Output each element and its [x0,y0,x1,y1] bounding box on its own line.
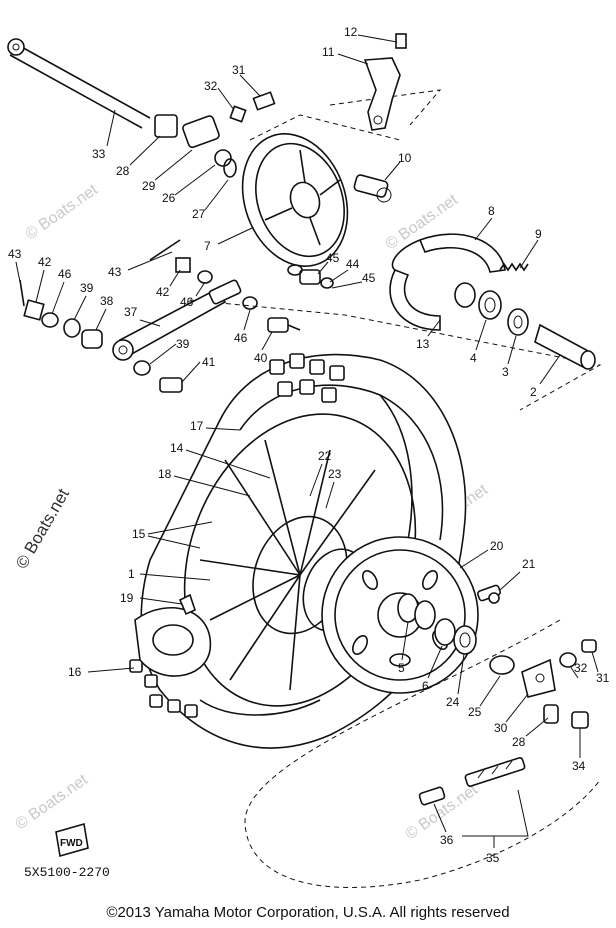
part-label-27: 27 [192,207,206,221]
part-label-10: 10 [398,151,412,165]
part-label-7: 7 [204,239,211,253]
part-label-20: 20 [490,539,504,553]
part-label-28b: 28 [512,735,526,749]
part-label-41: 41 [202,355,216,369]
part-label-43: 43 [8,247,22,261]
fwd-indicator: FWD [55,822,89,858]
part-label-6: 6 [422,679,429,693]
part-label-23: 23 [328,467,342,481]
watermark-text: © Boats.net [23,181,102,243]
part-label-9: 9 [535,227,542,241]
part-label-39b: 39 [176,337,190,351]
part-label-19: 19 [120,591,134,605]
drive-chain-part [418,757,526,806]
part-label-28: 28 [116,164,130,178]
assembly-guides [189,89,602,888]
nut-bolt-upper [229,91,276,123]
part-label-45b: 45 [362,271,376,285]
brake-hub-plate [241,133,349,267]
part-label-2: 2 [530,385,537,399]
part-label-4: 4 [470,351,477,365]
part-label-42b: 42 [156,285,170,299]
part-label-35: 35 [486,851,500,865]
part-label-42: 42 [38,255,52,269]
part-label-31: 31 [232,63,246,77]
part-label-32: 32 [204,79,218,93]
wheel-spokes [199,439,376,691]
part-label-12: 12 [344,25,358,39]
part-label-21: 21 [522,557,536,571]
part-label-11: 11 [322,45,335,59]
brake-shoes-part [389,233,506,331]
part-label-32b: 32 [574,661,588,675]
part-label-15: 15 [132,527,146,541]
part-label-46b: 46 [180,295,194,309]
part-label-31b: 31 [596,671,610,685]
brake-spring-part [499,262,529,272]
part-label-26: 26 [162,191,176,205]
left-fasteners [19,279,103,349]
part-label-1: 1 [128,567,135,581]
part-label-45: 45 [326,251,340,265]
part-label-37: 37 [124,305,138,319]
part-label-22: 22 [318,449,332,463]
sprocket-bolt [476,584,502,604]
brake-cam-part [353,174,392,203]
torque-arm-fasteners [133,239,301,393]
part-label-39: 39 [80,281,94,295]
part-label-18: 18 [158,467,172,481]
part-label-38: 38 [100,294,114,308]
torque-arm-part [112,279,242,361]
part-label-40: 40 [254,351,268,365]
watermark-text: © Boats.net [12,485,73,572]
fwd-label: FWD [60,838,83,849]
axle-part [7,38,151,129]
axle-adjuster-parts [154,114,237,178]
part-label-29: 29 [142,179,156,193]
part-label-13: 13 [416,337,430,351]
part-label-46c: 46 [234,331,248,345]
chain-adjuster-parts [489,639,597,729]
copyright-footer: ©2013 Yamaha Motor Corporation, U.S.A. A… [106,904,510,921]
part-label-43b: 43 [108,265,122,279]
part-label-46: 46 [58,267,72,281]
part-label-3: 3 [502,365,509,379]
part-label-44: 44 [346,257,360,271]
part-label-16: 16 [68,665,82,679]
part-label-8: 8 [488,204,495,218]
part-label-24: 24 [446,695,460,709]
tire-tread [129,353,345,718]
part-labels: 12 11 31 32 33 28 29 26 27 10 8 9 7 45 4… [8,25,610,865]
part-label-17: 17 [190,419,204,433]
part-label-25: 25 [468,705,482,719]
part-label-5: 5 [398,661,405,675]
part-label-36: 36 [440,833,454,847]
cam-small-parts [287,264,334,289]
hub-bearing-parts [454,282,596,370]
part-label-33: 33 [92,147,106,161]
diagram-code: 5X5100-2270 [24,865,110,880]
brake-arm-part [363,33,407,131]
watermark-text: © Boats.net [13,771,92,833]
part-label-30: 30 [494,721,508,735]
part-label-34: 34 [572,759,586,773]
part-label-14: 14 [170,441,184,455]
